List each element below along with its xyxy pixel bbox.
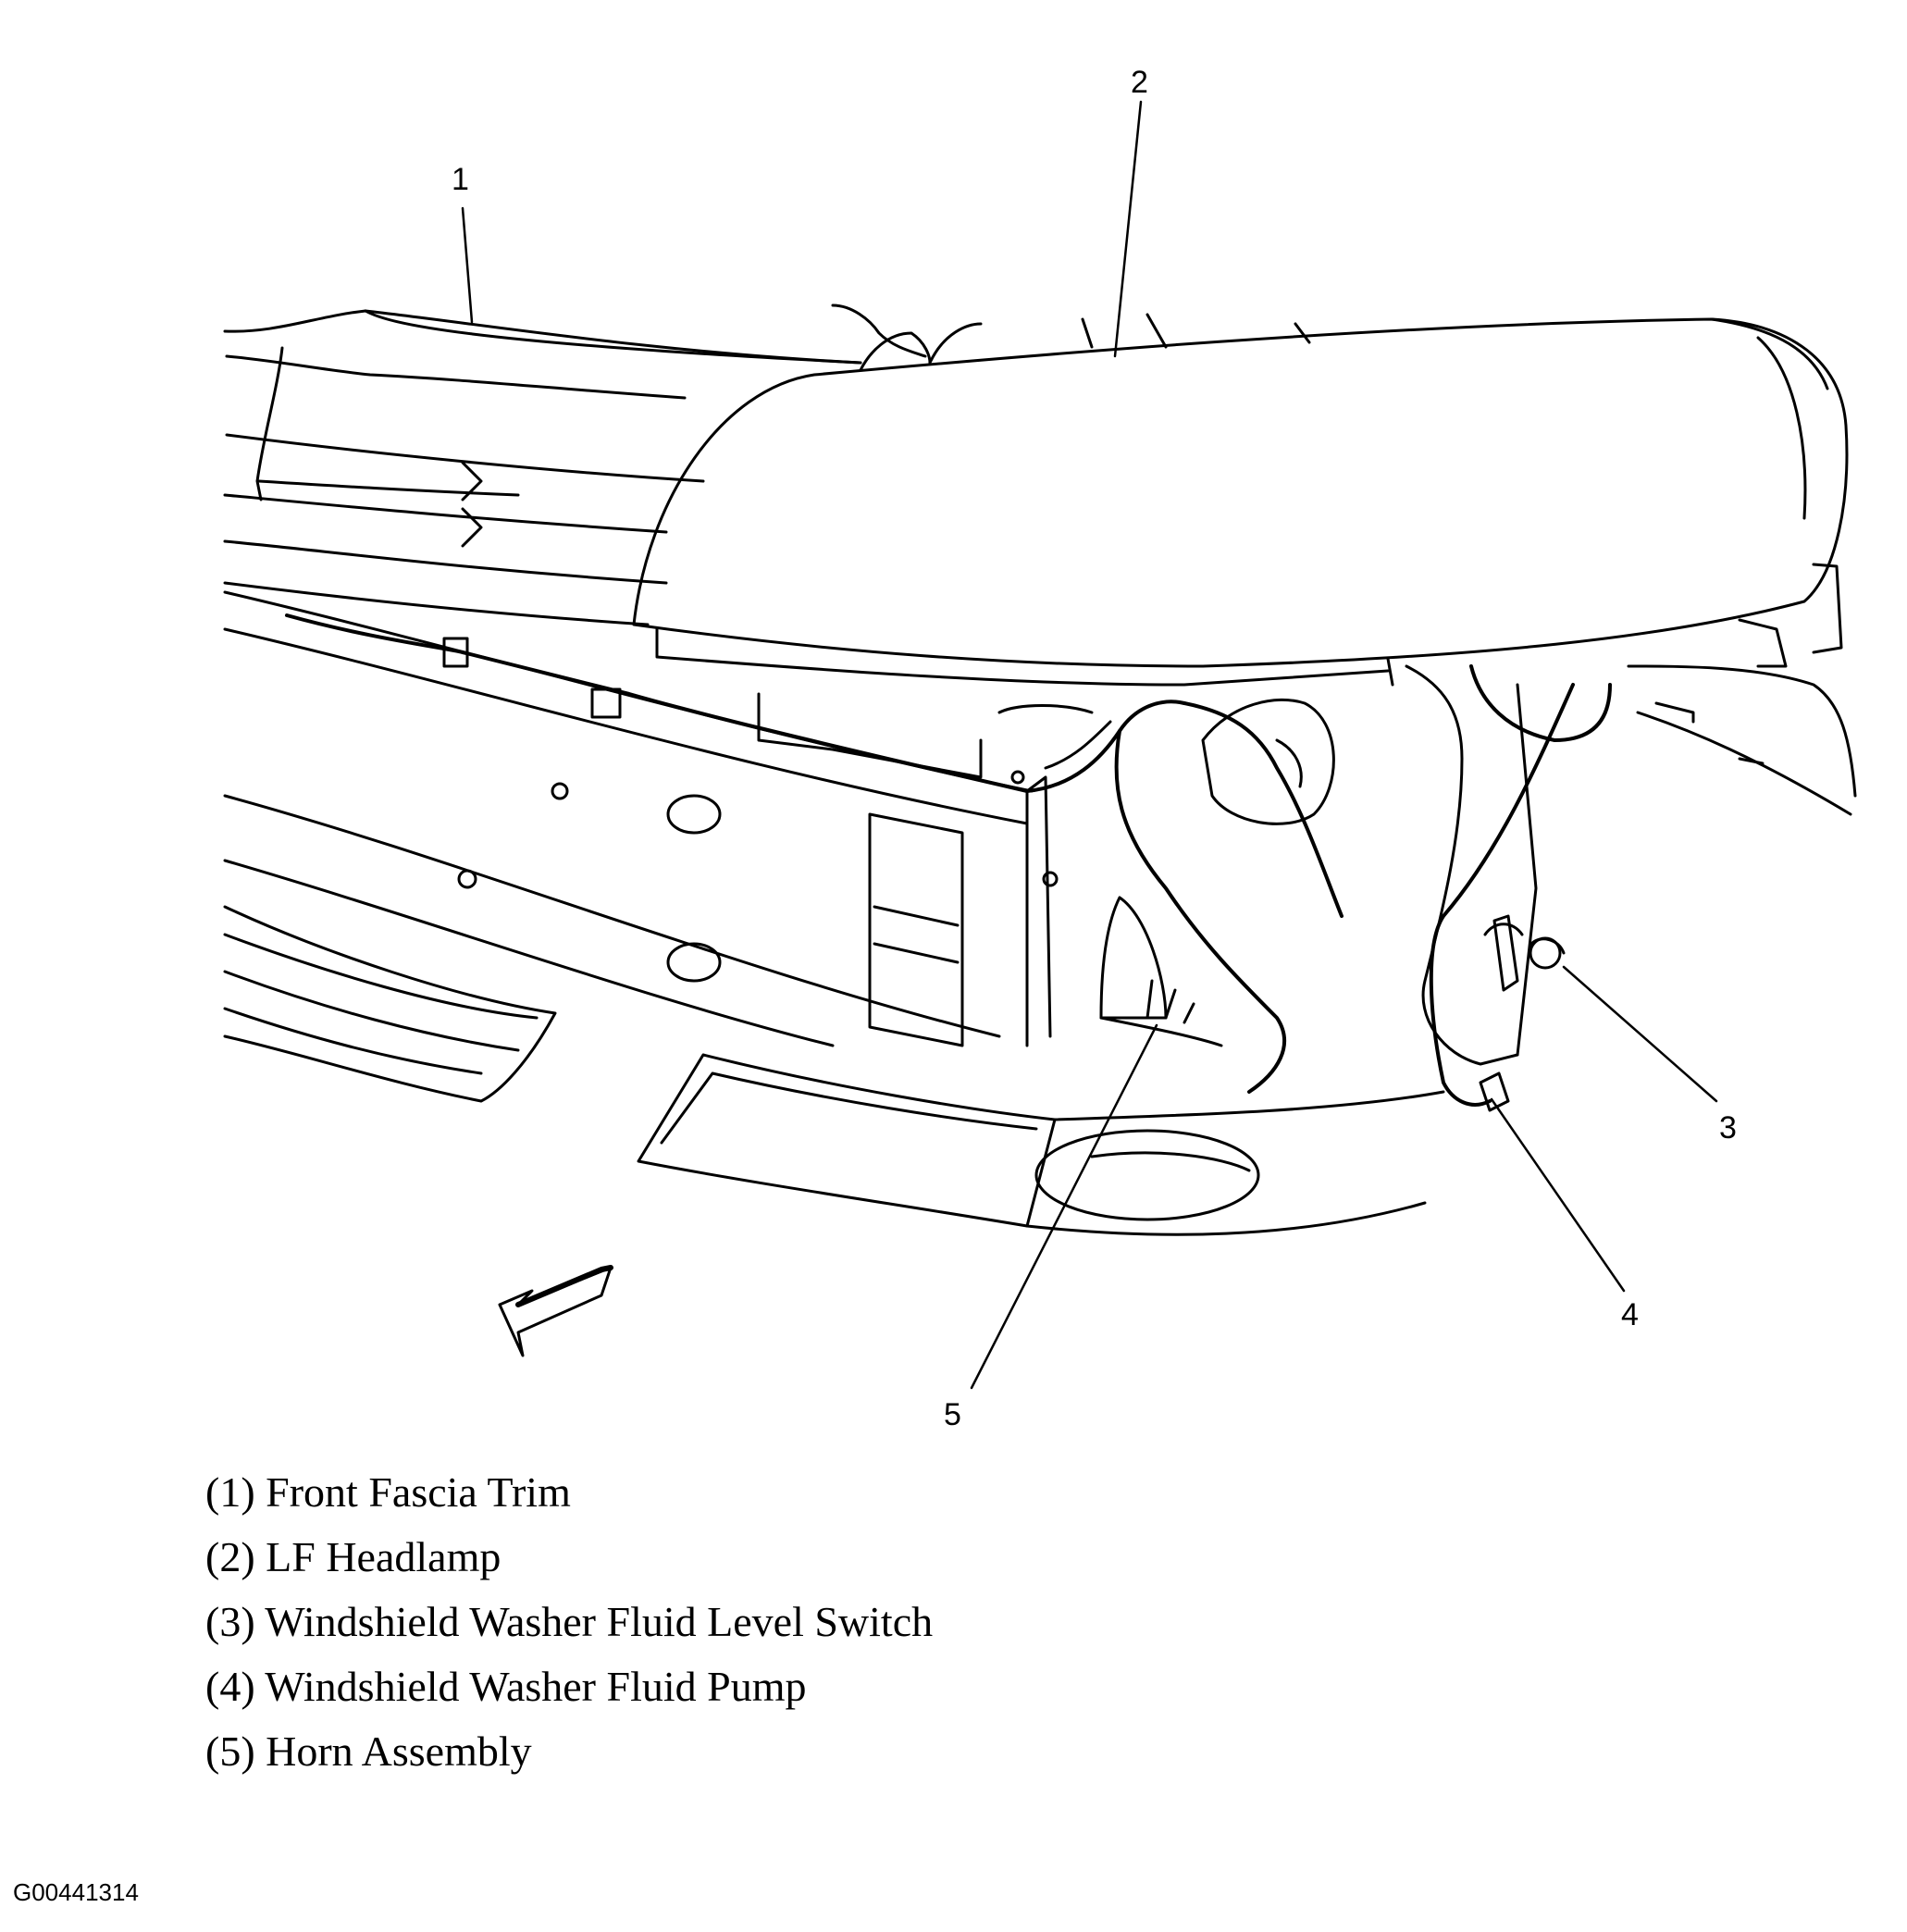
legend-item-2: (2) LF Headlamp [205, 1533, 502, 1580]
legend: (1) Front Fascia Trim (2) LF Headlamp (3… [205, 1460, 933, 1784]
horn-assembly-illustration [1099, 698, 1335, 1047]
leader-line-5 [970, 1023, 1158, 1390]
radiator-support-illustration [757, 692, 1112, 1047]
leader-line-1 [461, 206, 474, 324]
callout-3: 3 [1719, 1110, 1737, 1146]
washer-reservoir-illustration [1405, 664, 1566, 1112]
figure-id: G00441314 [13, 1878, 139, 1906]
legend-item-4: (4) Windshield Washer Fluid Pump [205, 1663, 807, 1710]
fender-illustration [1627, 618, 1857, 816]
front-fascia-trim-illustration [223, 309, 862, 626]
lower-fascia-illustration [637, 1053, 1445, 1236]
leader-line-3 [1562, 965, 1718, 1103]
bumper-beam-illustration [223, 590, 1059, 1047]
legend-item-5: (5) Horn Assembly [205, 1728, 532, 1775]
lower-grille-illustration [223, 905, 557, 1103]
wiring-harness-illustration [285, 613, 1612, 1107]
callout-1: 1 [452, 162, 469, 197]
callout-4: 4 [1621, 1297, 1639, 1332]
callout-2: 2 [1131, 65, 1148, 100]
leader-line-4 [1490, 1097, 1626, 1293]
legend-item-3: (3) Windshield Washer Fluid Level Switch [205, 1598, 934, 1645]
front-direction-arrow [498, 1266, 613, 1357]
leader-lines [461, 100, 1718, 1390]
legend-item-1: (1) Front Fascia Trim [205, 1468, 571, 1516]
lf-headlamp-illustration [632, 303, 1849, 687]
callout-5: 5 [944, 1397, 961, 1432]
leader-line-2 [1113, 100, 1143, 358]
